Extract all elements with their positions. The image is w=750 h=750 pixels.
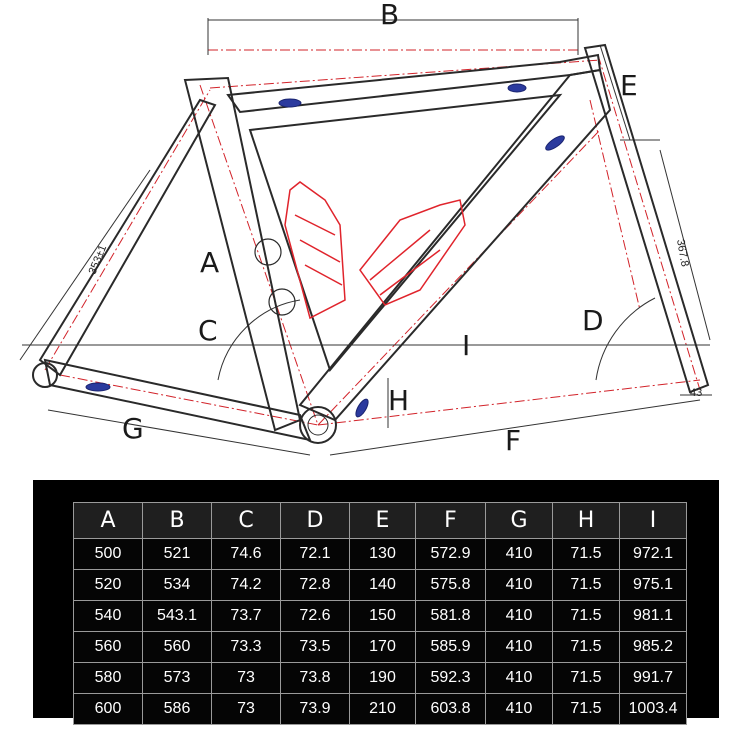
table-cell: 603.8 xyxy=(415,693,486,725)
table-cell: 575.8 xyxy=(415,569,486,601)
header-cell: C xyxy=(211,502,281,539)
table-cell: 520 xyxy=(73,569,143,601)
table-cell: 72.1 xyxy=(280,538,350,570)
table-cell: 73.3 xyxy=(211,631,281,663)
header-cell: A xyxy=(73,502,143,539)
table-cell: 74.6 xyxy=(211,538,281,570)
table-cell: 73.9 xyxy=(280,693,350,725)
table-cell: 410 xyxy=(485,538,553,570)
table-cell: 560 xyxy=(73,631,143,663)
table-cell: 560 xyxy=(142,631,212,663)
table-cell: 1003.4 xyxy=(619,693,687,725)
header-cell: I xyxy=(619,502,687,539)
table-cell: 130 xyxy=(349,538,416,570)
dimension-lines xyxy=(19,18,712,456)
table-row: 540 543.1 73.7 72.6 150 581.8 410 71.5 9… xyxy=(73,600,687,632)
table-cell: 975.1 xyxy=(619,569,687,601)
table-cell: 73 xyxy=(211,693,281,725)
table-cell: 410 xyxy=(485,569,553,601)
label-a: A xyxy=(200,246,219,279)
table-cell: 581.8 xyxy=(415,600,486,632)
offset-label: 43 xyxy=(690,387,702,399)
table-header-row: A B C D E F G H I xyxy=(73,502,687,539)
table-cell: 71.5 xyxy=(552,538,620,570)
table-cell: 534 xyxy=(142,569,212,601)
table-cell: 540 xyxy=(73,600,143,632)
table-cell: 190 xyxy=(349,662,416,694)
table-cell: 521 xyxy=(142,538,212,570)
label-b: B xyxy=(380,0,399,31)
table-row: 580 573 73 73.8 190 592.3 410 71.5 991.7 xyxy=(73,662,687,694)
table-cell: 410 xyxy=(485,662,553,694)
label-e: E xyxy=(620,69,638,102)
table-row: 560 560 73.3 73.5 170 585.9 410 71.5 985… xyxy=(73,631,687,663)
label-h: H xyxy=(388,384,409,417)
header-cell: G xyxy=(485,502,553,539)
seatstay-length-label: 353±1 xyxy=(87,243,110,276)
table-cell: 73.8 xyxy=(280,662,350,694)
rear-dropout xyxy=(32,362,58,388)
label-c: C xyxy=(198,314,218,347)
table-cell: 972.1 xyxy=(619,538,687,570)
table-cell: 71.5 xyxy=(552,662,620,694)
table-cell: 410 xyxy=(485,693,553,725)
table-cell: 73 xyxy=(211,662,281,694)
table-cell: 585.9 xyxy=(415,631,486,663)
table-cell: 210 xyxy=(349,693,416,725)
water-bottle-seat-tube xyxy=(284,181,346,320)
header-cell: B xyxy=(142,502,212,539)
table-cell: 991.7 xyxy=(619,662,687,694)
label-i: I xyxy=(462,329,470,362)
table-cell: 600 xyxy=(73,693,143,725)
geometry-table: A B C D E F G H I 500 521 74.6 72.1 130 … xyxy=(73,502,687,725)
table-cell: 73.7 xyxy=(211,600,281,632)
label-f: F xyxy=(505,424,521,457)
table-row: 520 534 74.2 72.8 140 575.8 410 71.5 975… xyxy=(73,569,687,601)
table-cell: 71.5 xyxy=(552,600,620,632)
table-cell: 74.2 xyxy=(211,569,281,601)
table-cell: 72.8 xyxy=(280,569,350,601)
table-cell: 71.5 xyxy=(552,569,620,601)
frame-outline xyxy=(38,43,710,442)
table-cell: 573 xyxy=(142,662,212,694)
table-cell: 170 xyxy=(349,631,416,663)
table-cell: 592.3 xyxy=(415,662,486,694)
table-cell: 500 xyxy=(73,538,143,570)
table-row: 500 521 74.6 72.1 130 572.9 410 71.5 972… xyxy=(73,538,687,570)
table-cell: 71.5 xyxy=(552,631,620,663)
table-cell: 410 xyxy=(485,631,553,663)
label-d: D xyxy=(582,304,604,337)
table-cell: 73.5 xyxy=(280,631,350,663)
table-cell: 71.5 xyxy=(552,693,620,725)
header-cell: H xyxy=(552,502,620,539)
table-cell: 140 xyxy=(349,569,416,601)
frame-geometry-diagram: B E A C D I H G F 353±1 367.8 43 xyxy=(19,0,712,457)
table-cell: 580 xyxy=(73,662,143,694)
cable-fittings xyxy=(85,83,565,418)
table-cell: 981.1 xyxy=(619,600,687,632)
water-bottle-down-tube xyxy=(359,199,466,306)
table-cell: 410 xyxy=(485,600,553,632)
table-cell: 572.9 xyxy=(415,538,486,570)
table-row: 600 586 73 73.9 210 603.8 410 71.5 1003.… xyxy=(73,693,687,725)
fork-length-label: 367.8 xyxy=(674,238,691,267)
header-cell: F xyxy=(415,502,486,539)
label-g: G xyxy=(122,412,144,445)
table-cell: 586 xyxy=(142,693,212,725)
bottom-bracket xyxy=(299,406,337,444)
header-cell: D xyxy=(280,502,350,539)
table-cell: 985.2 xyxy=(619,631,687,663)
table-cell: 72.6 xyxy=(280,600,350,632)
table-cell: 150 xyxy=(349,600,416,632)
header-cell: E xyxy=(349,502,416,539)
table-cell: 543.1 xyxy=(142,600,212,632)
